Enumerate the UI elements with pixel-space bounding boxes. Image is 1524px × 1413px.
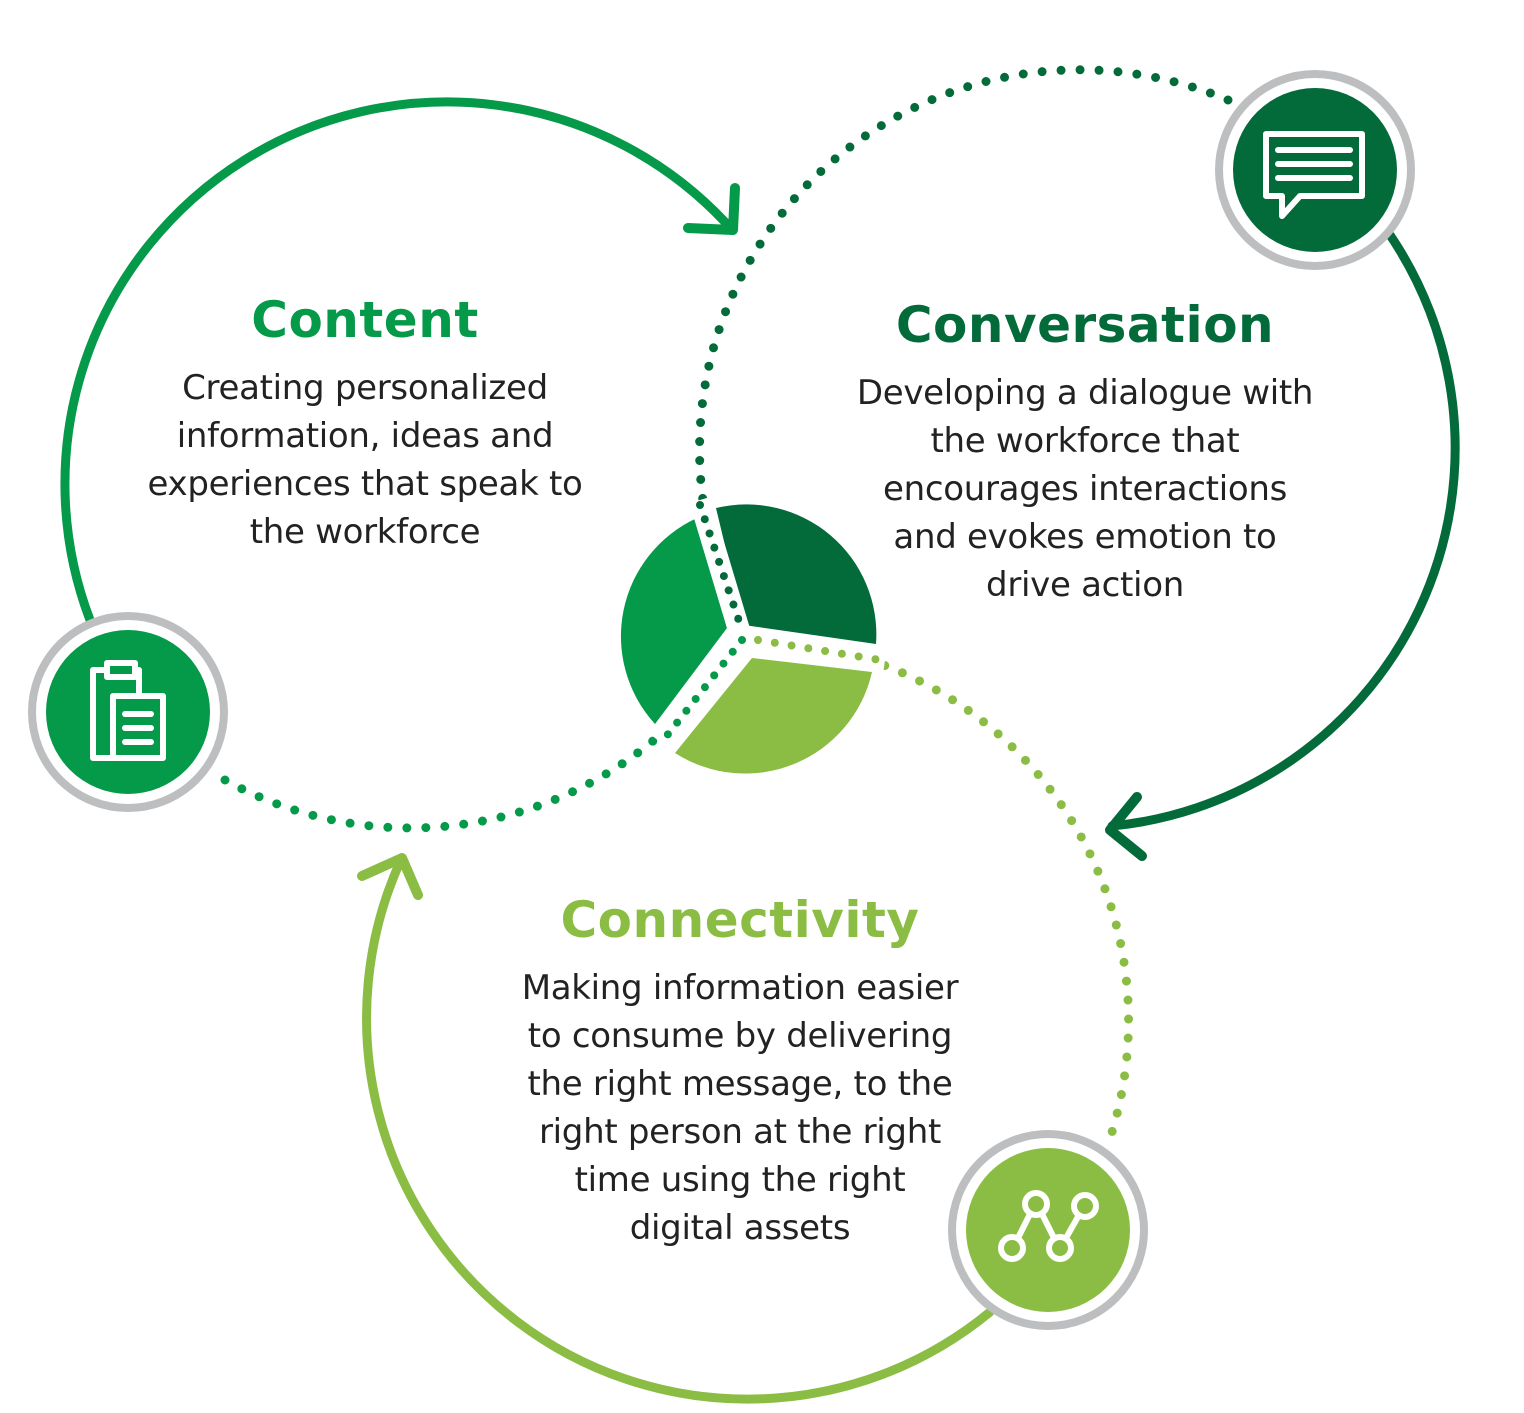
line-graph-icon: [998, 1190, 1099, 1262]
pie-dots-connectivity: [754, 636, 884, 664]
connectivity-title: Connectivity: [560, 891, 920, 949]
content-section: Content Creating personalized informatio…: [105, 290, 625, 556]
content-badge: [28, 612, 228, 812]
pie-slice-content: [620, 518, 727, 724]
clipboard-icon: [90, 660, 166, 761]
content-cycle-arc: [60, 97, 730, 625]
content-title: Content: [251, 291, 479, 349]
conversation-badge: [1215, 70, 1415, 270]
pie-slice-conversation: [716, 504, 877, 644]
center-pie: [620, 496, 887, 774]
connectivity-badge: [948, 1130, 1148, 1330]
connectivity-cycle-arc: [362, 857, 995, 1404]
content-description: Creating personalized information, ideas…: [147, 368, 583, 552]
connectivity-section: Connectivity Making information easier t…: [470, 890, 1010, 1252]
conversation-section: Conversation Developing a dialogue with …: [815, 295, 1355, 609]
connectivity-description: Making information easier to consume by …: [521, 968, 959, 1248]
conversation-cycle-arc: [1107, 230, 1460, 831]
chat-bubble-icon: [1263, 131, 1365, 219]
content-arrowhead: [683, 183, 740, 235]
conversation-title: Conversation: [895, 296, 1275, 354]
conversation-arrowhead: [1105, 792, 1147, 861]
connectivity-arrowhead: [357, 853, 423, 900]
pie-slice-connectivity: [675, 658, 872, 774]
conversation-description: Developing a dialogue with the workforce…: [856, 373, 1314, 605]
pie-dots-content: [661, 636, 746, 742]
